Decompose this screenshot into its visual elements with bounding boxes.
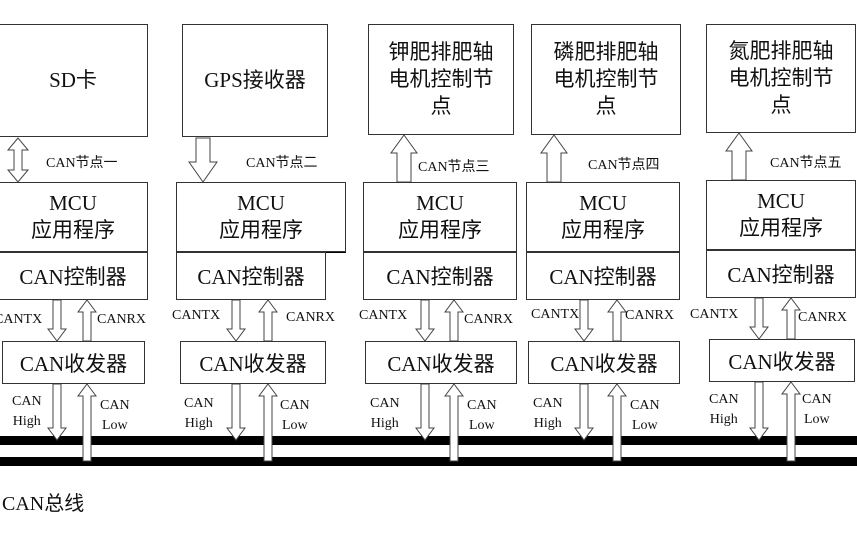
node-5-mcu-title: MCU (757, 189, 805, 213)
node-5-controller-box: CAN控制器 (706, 250, 856, 298)
node-1-high-arrow (47, 383, 67, 441)
node-2-high-arrow (226, 383, 246, 441)
node-3-device-label: 钾肥排肥轴 电机控制节 点 (388, 40, 494, 118)
node-4-mcu-subtitle: 应用程序 (561, 218, 645, 242)
node-2-transceiver-label: CAN收发器 (199, 351, 307, 376)
node-3-device-box: 钾肥排肥轴 电机控制节 点 (368, 24, 514, 135)
node-4-tx-arrow (574, 299, 594, 342)
node-4-device-box: 磷肥排肥轴 电机控制节 点 (531, 24, 681, 135)
node-5-tx-label: CANTX (690, 307, 739, 322)
node-4-rx-arrow (607, 299, 627, 342)
node-2-high-label: CAN High (184, 396, 214, 431)
node-5-mcu-subtitle: 应用程序 (739, 216, 823, 240)
node-1-transceiver-label: CAN收发器 (19, 351, 128, 376)
node-1-device-box: SD卡 (0, 24, 148, 137)
can-bus-high-line (0, 436, 857, 445)
node-2-device-label: GPS接收器 (204, 68, 306, 92)
node-4-low-arrow (607, 383, 627, 462)
node-5-transceiver-label: CAN收发器 (728, 349, 836, 374)
node-3-mcu-box: MCU 应用程序 (363, 182, 517, 252)
node-1-low-arrow (77, 383, 97, 462)
node-3-device-arrow (390, 134, 418, 183)
node-1-controller-label: CAN控制器 (19, 265, 127, 289)
node-1-rx-label: CANRX (97, 312, 147, 327)
node-1-mcu-box: MCU 应用程序 (0, 182, 148, 252)
node-1-tx-label: CANTX (0, 312, 43, 327)
node-5-tx-arrow (749, 297, 769, 340)
node-5-rx-label: CANRX (798, 310, 848, 325)
node-2-low-arrow (258, 383, 278, 462)
node-2-controller-box: CAN控制器 (176, 252, 326, 300)
node-4-device-label: 磷肥排肥轴 电机控制节 点 (553, 40, 659, 118)
node-5-low-arrow (781, 381, 801, 462)
node-2-mcu-subtitle: 应用程序 (219, 218, 303, 242)
node-1-mcu-title: MCU (49, 191, 97, 215)
node-1-label: CAN节点一 (46, 156, 118, 171)
node-4-transceiver-box: CAN收发器 (528, 341, 680, 384)
node-4-device-arrow (540, 134, 568, 183)
node-5-device-label: 氮肥排肥轴 电机控制节 点 (728, 39, 834, 117)
node-3-transceiver-label: CAN收发器 (387, 351, 495, 376)
node-2-mcu-title: MCU (237, 191, 285, 215)
node-2-rx-arrow (258, 299, 278, 342)
node-4-low-label: CAN Low (630, 398, 660, 433)
node-2-transceiver-box: CAN收发器 (180, 341, 326, 384)
node-2-device-box: GPS接收器 (182, 24, 328, 137)
node-1-low-label: CAN Low (100, 398, 130, 433)
node-4-controller-box: CAN控制器 (526, 252, 680, 300)
node-3-low-arrow (444, 383, 464, 462)
node-4-mcu-box: MCU 应用程序 (526, 182, 680, 252)
node-5-high-arrow (749, 381, 769, 441)
node-1-device-label: SD卡 (49, 68, 97, 92)
node-3-high-arrow (415, 383, 435, 441)
node-4-mcu-title: MCU (579, 191, 627, 215)
node-2-tx-arrow (226, 299, 246, 342)
node-5-device-arrow (725, 132, 753, 181)
node-4-tx-label: CANTX (531, 307, 580, 322)
can-bus-low-line (0, 457, 857, 466)
node-2-tx-label: CANTX (172, 308, 221, 323)
node-4-label: CAN节点四 (588, 158, 660, 173)
node-2-mcu-box: MCU 应用程序 (176, 182, 346, 252)
node-3-high-label: CAN High (370, 396, 400, 431)
node-5-mcu-box: MCU 应用程序 (706, 180, 856, 250)
node-4-controller-label: CAN控制器 (549, 265, 657, 289)
node-1-transceiver-box: CAN收发器 (2, 341, 145, 384)
node-5-device-box: 氮肥排肥轴 电机控制节 点 (706, 24, 856, 133)
node-3-tx-label: CANTX (359, 308, 408, 323)
node-3-rx-arrow (444, 299, 464, 342)
node-4-transceiver-label: CAN收发器 (550, 351, 658, 376)
node-4-high-label: CAN High (533, 396, 563, 431)
node-2-device-arrow (188, 137, 218, 183)
node-5-label: CAN节点五 (770, 156, 842, 171)
node-3-rx-label: CANRX (464, 312, 514, 327)
node-2-low-label: CAN Low (280, 398, 310, 433)
can-bus-label: CAN总线 (2, 493, 85, 515)
node-5-controller-label: CAN控制器 (727, 263, 835, 287)
node-5-high-label: CAN High (709, 392, 739, 427)
node-1-mcu-subtitle: 应用程序 (31, 218, 115, 242)
node-4-high-arrow (574, 383, 594, 441)
node-1-rx-arrow (77, 299, 97, 342)
node-3-mcu-subtitle: 应用程序 (398, 218, 482, 242)
node-1-tx-arrow (47, 299, 67, 342)
node-2-controller-label: CAN控制器 (197, 265, 305, 289)
node-3-mcu-title: MCU (416, 191, 464, 215)
node-1-controller-box: CAN控制器 (0, 252, 148, 300)
node-3-transceiver-box: CAN收发器 (365, 341, 517, 384)
node-1-high-label: CAN High (12, 394, 42, 429)
node-4-rx-label: CANRX (625, 308, 675, 323)
node-3-controller-label: CAN控制器 (386, 265, 494, 289)
node-5-low-label: CAN Low (802, 392, 832, 427)
node-1-device-arrow (6, 137, 30, 183)
node-3-tx-arrow (415, 299, 435, 342)
node-3-low-label: CAN Low (467, 398, 497, 433)
node-3-label: CAN节点三 (418, 160, 490, 175)
node-3-controller-box: CAN控制器 (363, 252, 517, 300)
node-2-label: CAN节点二 (246, 156, 318, 171)
node-2-rx-label: CANRX (286, 310, 336, 325)
node-5-transceiver-box: CAN收发器 (709, 339, 855, 382)
